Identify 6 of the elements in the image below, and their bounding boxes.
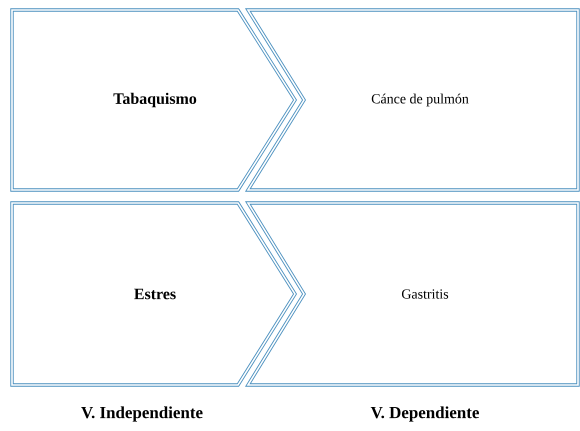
- caption-label: V. Dependiente: [370, 406, 479, 422]
- chevron-box: Tabaquismo: [10, 8, 298, 192]
- chevron-box: Estres: [10, 201, 298, 387]
- notched-box: Cánce de pulmón: [244, 8, 580, 192]
- notched-box: Gastritis: [244, 201, 580, 387]
- caption-label: V. Independiente: [81, 406, 203, 422]
